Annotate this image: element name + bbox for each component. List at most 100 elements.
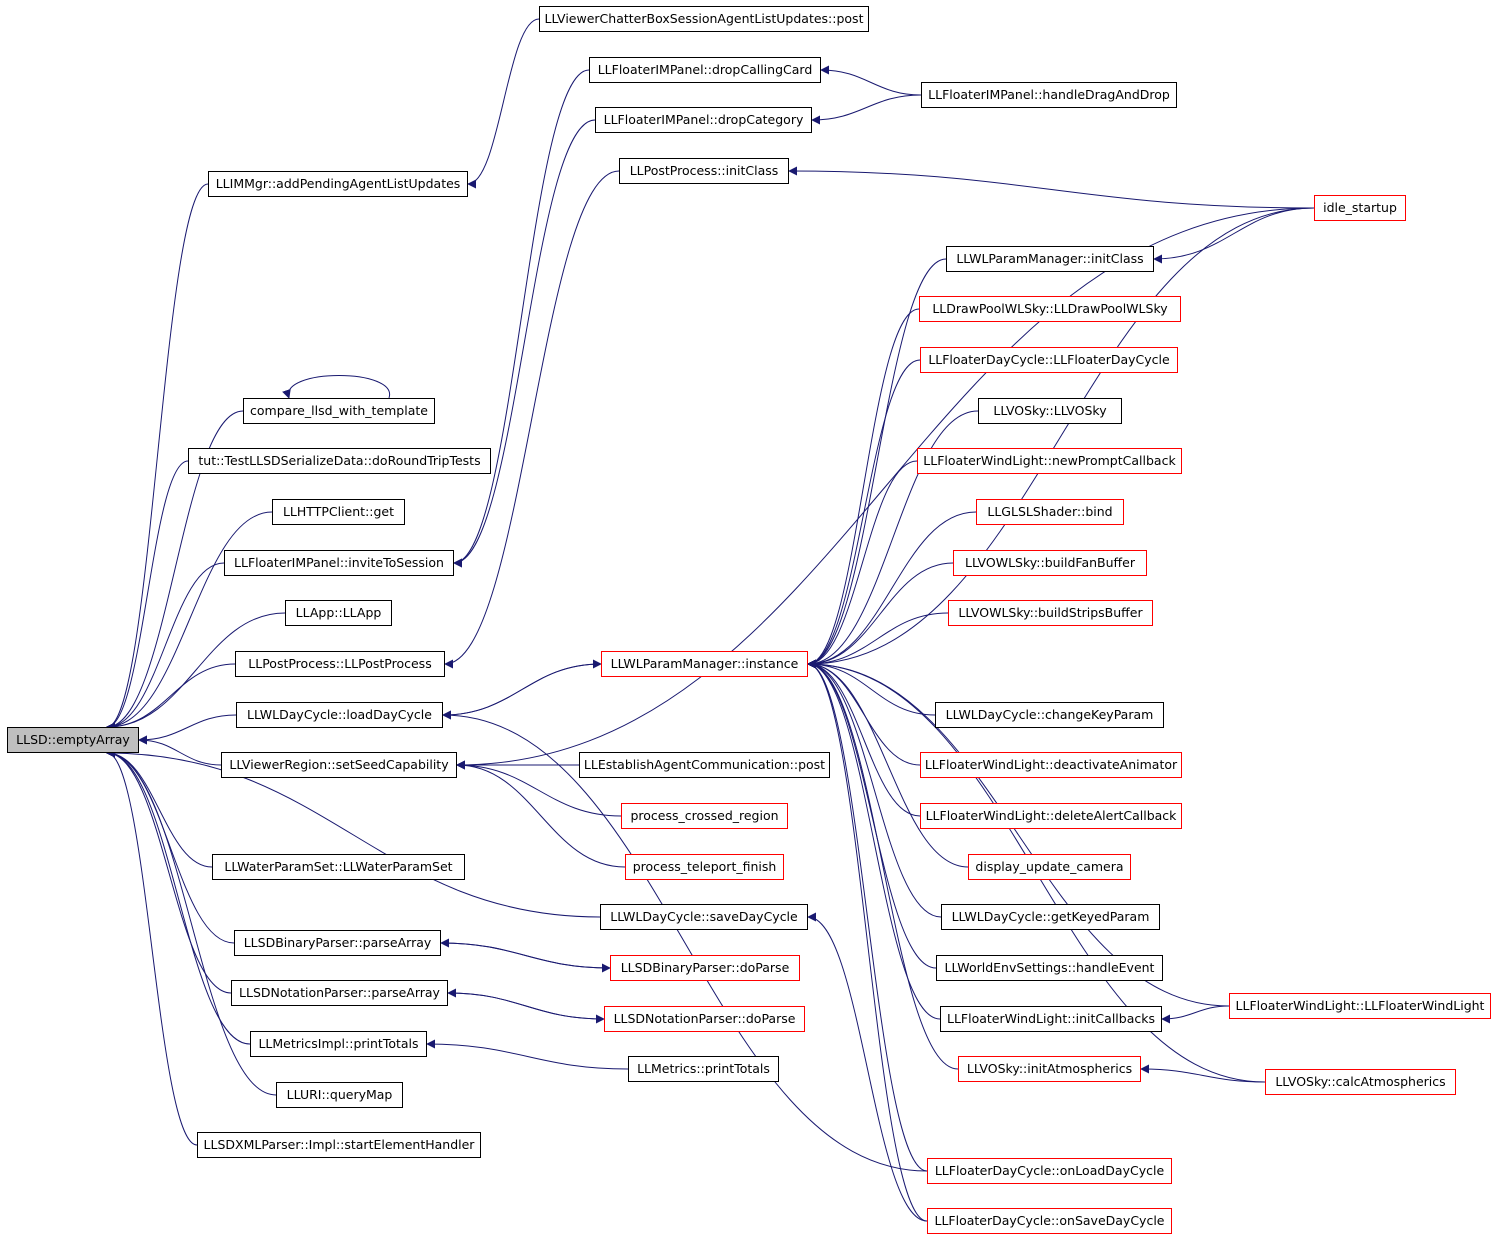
edge-n46-n0 <box>106 748 277 1096</box>
node-lldrawpoolwlsky-lldrawpoolwlsky[interactable]: LLDrawPoolWLSky::LLDrawPoolWLSky <box>919 296 1181 322</box>
node-llsdnotationparser-parsearray[interactable]: LLSDNotationParser::parseArray <box>231 980 448 1006</box>
node-llwldaycycle-getkeyedparam[interactable]: LLWLDayCycle::getKeyedParam <box>941 904 1160 930</box>
node-llfloaterdaycycle-llfloaterdaycycle[interactable]: LLFloaterDayCycle::LLFloaterDayCycle <box>920 347 1178 373</box>
node-llfloaterwindlight-deletealertcallback[interactable]: LLFloaterWindLight::deleteAlertCallback <box>920 803 1182 829</box>
edge-n7-n22 <box>807 207 1315 669</box>
edge-n48-n23 <box>442 710 928 1172</box>
node-process-teleport-finish[interactable]: process_teleport_finish <box>625 854 784 880</box>
node-llglslshader-bind[interactable]: LLGLSLShader::bind <box>976 499 1124 525</box>
edge-n7-n25 <box>456 207 1315 770</box>
node-llhttpclient-get[interactable]: LLHTTPClient::get <box>272 499 405 525</box>
edge-n22-n23 <box>442 663 602 720</box>
node-llfloaterwindlight-initcallbacks[interactable]: LLFloaterWindLight::initCallbacks <box>940 1006 1162 1032</box>
edge-n45-n44 <box>1140 1064 1266 1083</box>
edge-n20-n22 <box>807 612 949 669</box>
node-llfloaterimpanel-dropcategory[interactable]: LLFloaterIMPanel::dropCategory <box>595 107 812 133</box>
edge-n25-n0 <box>138 735 222 766</box>
edge-n42-n0 <box>106 748 251 1045</box>
node-llwaterparamset-llwaterparamset[interactable]: LLWaterParamSet::LLWaterParamSet <box>212 854 465 880</box>
edge-n1-n2 <box>467 18 540 189</box>
edge-n13-n0 <box>106 460 189 732</box>
edge-n8-n22 <box>807 258 947 669</box>
node-llfloaterimpanel-handledraganddrop[interactable]: LLFloaterIMPanel::handleDragAndDrop <box>921 82 1177 108</box>
node-llsdxmlparser-impl-startelementhandler[interactable]: LLSDXMLParser::Impl::startElementHandler <box>197 1132 481 1158</box>
node-llpostprocess-llpostprocess[interactable]: LLPostProcess::LLPostProcess <box>235 651 445 677</box>
edge-n47-n0 <box>106 748 198 1146</box>
node-llfloaterdaycycle-onsavedaycycle[interactable]: LLFloaterDayCycle::onSaveDayCycle <box>927 1208 1172 1234</box>
node-llwldaycycle-savedaycycle[interactable]: LLWLDayCycle::saveDayCycle <box>600 904 808 930</box>
edge-n38-n0 <box>106 748 232 994</box>
node-llimmgr-addpendingagentlistupdates[interactable]: LLIMMgr::addPendingAgentListUpdates <box>208 171 468 197</box>
node-llsdnotationparser-doparse[interactable]: LLSDNotationParser::doParse <box>604 1006 805 1032</box>
node-llwldaycycle-loaddaycycle[interactable]: LLWLDayCycle::loadDayCycle <box>236 702 443 728</box>
node-llsdbinaryparser-doparse[interactable]: LLSDBinaryParser::doParse <box>610 955 800 981</box>
edge-n39-n41 <box>1161 1005 1230 1024</box>
edge-n14-n22 <box>807 460 918 669</box>
edge-n4-n5 <box>811 94 922 125</box>
edge-n31-n25 <box>456 760 626 868</box>
node-llfloaterwindlight-deactivateanimator[interactable]: LLFloaterWindLight::deactivateAnimator <box>920 752 1182 778</box>
edge-n21-n0 <box>106 663 236 732</box>
edge-n3-n17 <box>453 69 590 568</box>
node-llsdbinaryparser-parsearray[interactable]: LLSDBinaryParser::parseArray <box>234 930 441 956</box>
node-lluri-querymap[interactable]: LLURI::queryMap <box>276 1082 403 1108</box>
node-llvosky-llvosky[interactable]: LLVOSky::LLVOSky <box>978 398 1122 424</box>
node-idle-startup[interactable]: idle_startup <box>1314 195 1406 221</box>
edge-n49-n33 <box>807 912 928 1222</box>
edge-n17-n0 <box>106 562 225 732</box>
node-llestablishagentcommunication-post[interactable]: LLEstablishAgentCommunication::post <box>579 752 830 778</box>
node-llpostprocess-initclass[interactable]: LLPostProcess::initClass <box>619 158 789 184</box>
node-llfloaterimpanel-invitetosession[interactable]: LLFloaterIMPanel::inviteToSession <box>224 550 454 576</box>
node-llvowlsky-buildfanbuffer[interactable]: LLVOWLSky::buildFanBuffer <box>953 550 1147 576</box>
edge-n23-n0 <box>138 714 237 745</box>
edge-n34-n22 <box>807 659 942 918</box>
node-llviewerregion-setseedcapability[interactable]: LLViewerRegion::setSeedCapability <box>221 752 457 778</box>
edge-n2-n0 <box>106 183 209 732</box>
node-llfloaterwindlight-newpromptcallback[interactable]: LLFloaterWindLight::newPromptCallback <box>917 448 1182 474</box>
edge-n12-n22 <box>807 410 979 669</box>
node-llviewerchatterboxsessionagentlistupdates-post[interactable]: LLViewerChatterBoxSessionAgentListUpdate… <box>539 6 869 32</box>
edge-n24-n22 <box>807 659 936 716</box>
node-llworldenvsettings-handleevent[interactable]: LLWorldEnvSettings::handleEvent <box>936 955 1163 981</box>
node-compare-llsd-with-template[interactable]: compare_llsd_with_template <box>243 398 435 424</box>
edge-n28-n25 <box>456 760 622 817</box>
edge-n16-n22 <box>807 511 977 669</box>
node-llvowlsky-buildstripsbuffer[interactable]: LLVOWLSky::buildStripsBuffer <box>948 600 1153 626</box>
node-llvosky-calcatmospherics[interactable]: LLVOSky::calcAtmospherics <box>1265 1069 1456 1095</box>
node-llmetrics-printtotals[interactable]: LLMetrics::printTotals <box>628 1056 779 1082</box>
edge-n29-n22 <box>807 659 921 817</box>
node-llfloaterdaycycle-onloaddaycycle[interactable]: LLFloaterDayCycle::onLoadDayCycle <box>927 1158 1172 1184</box>
node-process-crossed-region[interactable]: process_crossed_region <box>621 803 788 829</box>
edge-n41-n22 <box>807 659 941 1020</box>
edge-n35-n36 <box>440 942 611 973</box>
node-llwlparammanager-initclass[interactable]: LLWLParamManager::initClass <box>946 246 1154 272</box>
edge-n32-n22 <box>807 659 969 868</box>
edge-n33-n0 <box>106 748 601 918</box>
edge-n4-n3 <box>820 65 922 96</box>
node-llapp-llapp[interactable]: LLApp::LLApp <box>285 600 392 626</box>
edge-n11-n0 <box>106 410 244 732</box>
edge-n38-n40 <box>447 992 605 1024</box>
node-llmetricsimpl-printtotals[interactable]: LLMetricsImpl::printTotals <box>250 1031 427 1057</box>
edge-n5-n17 <box>453 119 596 568</box>
node-tut-testllsdserializedata-doroundtriptests[interactable]: tut::TestLLSDSerializeData::doRoundTripT… <box>188 448 491 474</box>
edge-n48-n22 <box>807 659 928 1172</box>
node-llwldaycycle-changekeyparam[interactable]: LLWLDayCycle::changeKeyParam <box>935 702 1164 728</box>
node-llvosky-initatmospherics[interactable]: LLVOSky::initAtmospherics <box>958 1056 1141 1082</box>
edge-n15-n0 <box>106 511 273 732</box>
edge-n30-n0 <box>106 748 213 868</box>
node-llfloaterimpanel-dropcallingcard[interactable]: LLFloaterIMPanel::dropCallingCard <box>589 57 821 83</box>
node-llfloaterwindlight-llfloaterwindlight[interactable]: LLFloaterWindLight::LLFloaterWindLight <box>1229 993 1491 1019</box>
node-display-update-camera[interactable]: display_update_camera <box>968 854 1131 880</box>
edge-n43-n42 <box>426 1039 629 1070</box>
node-llwlparammanager-instance[interactable]: LLWLParamManager::instance <box>601 651 808 677</box>
edge-n9-n22 <box>807 308 920 669</box>
edge-n6-n21 <box>444 170 620 669</box>
edge-n7-n6 <box>788 166 1315 209</box>
edge-n11-n11 <box>282 375 390 399</box>
edge-n18-n22 <box>807 562 954 669</box>
node-llsd-emptyarray[interactable]: LLSD::emptyArray <box>7 727 139 753</box>
edge-n35-n0 <box>106 748 235 944</box>
